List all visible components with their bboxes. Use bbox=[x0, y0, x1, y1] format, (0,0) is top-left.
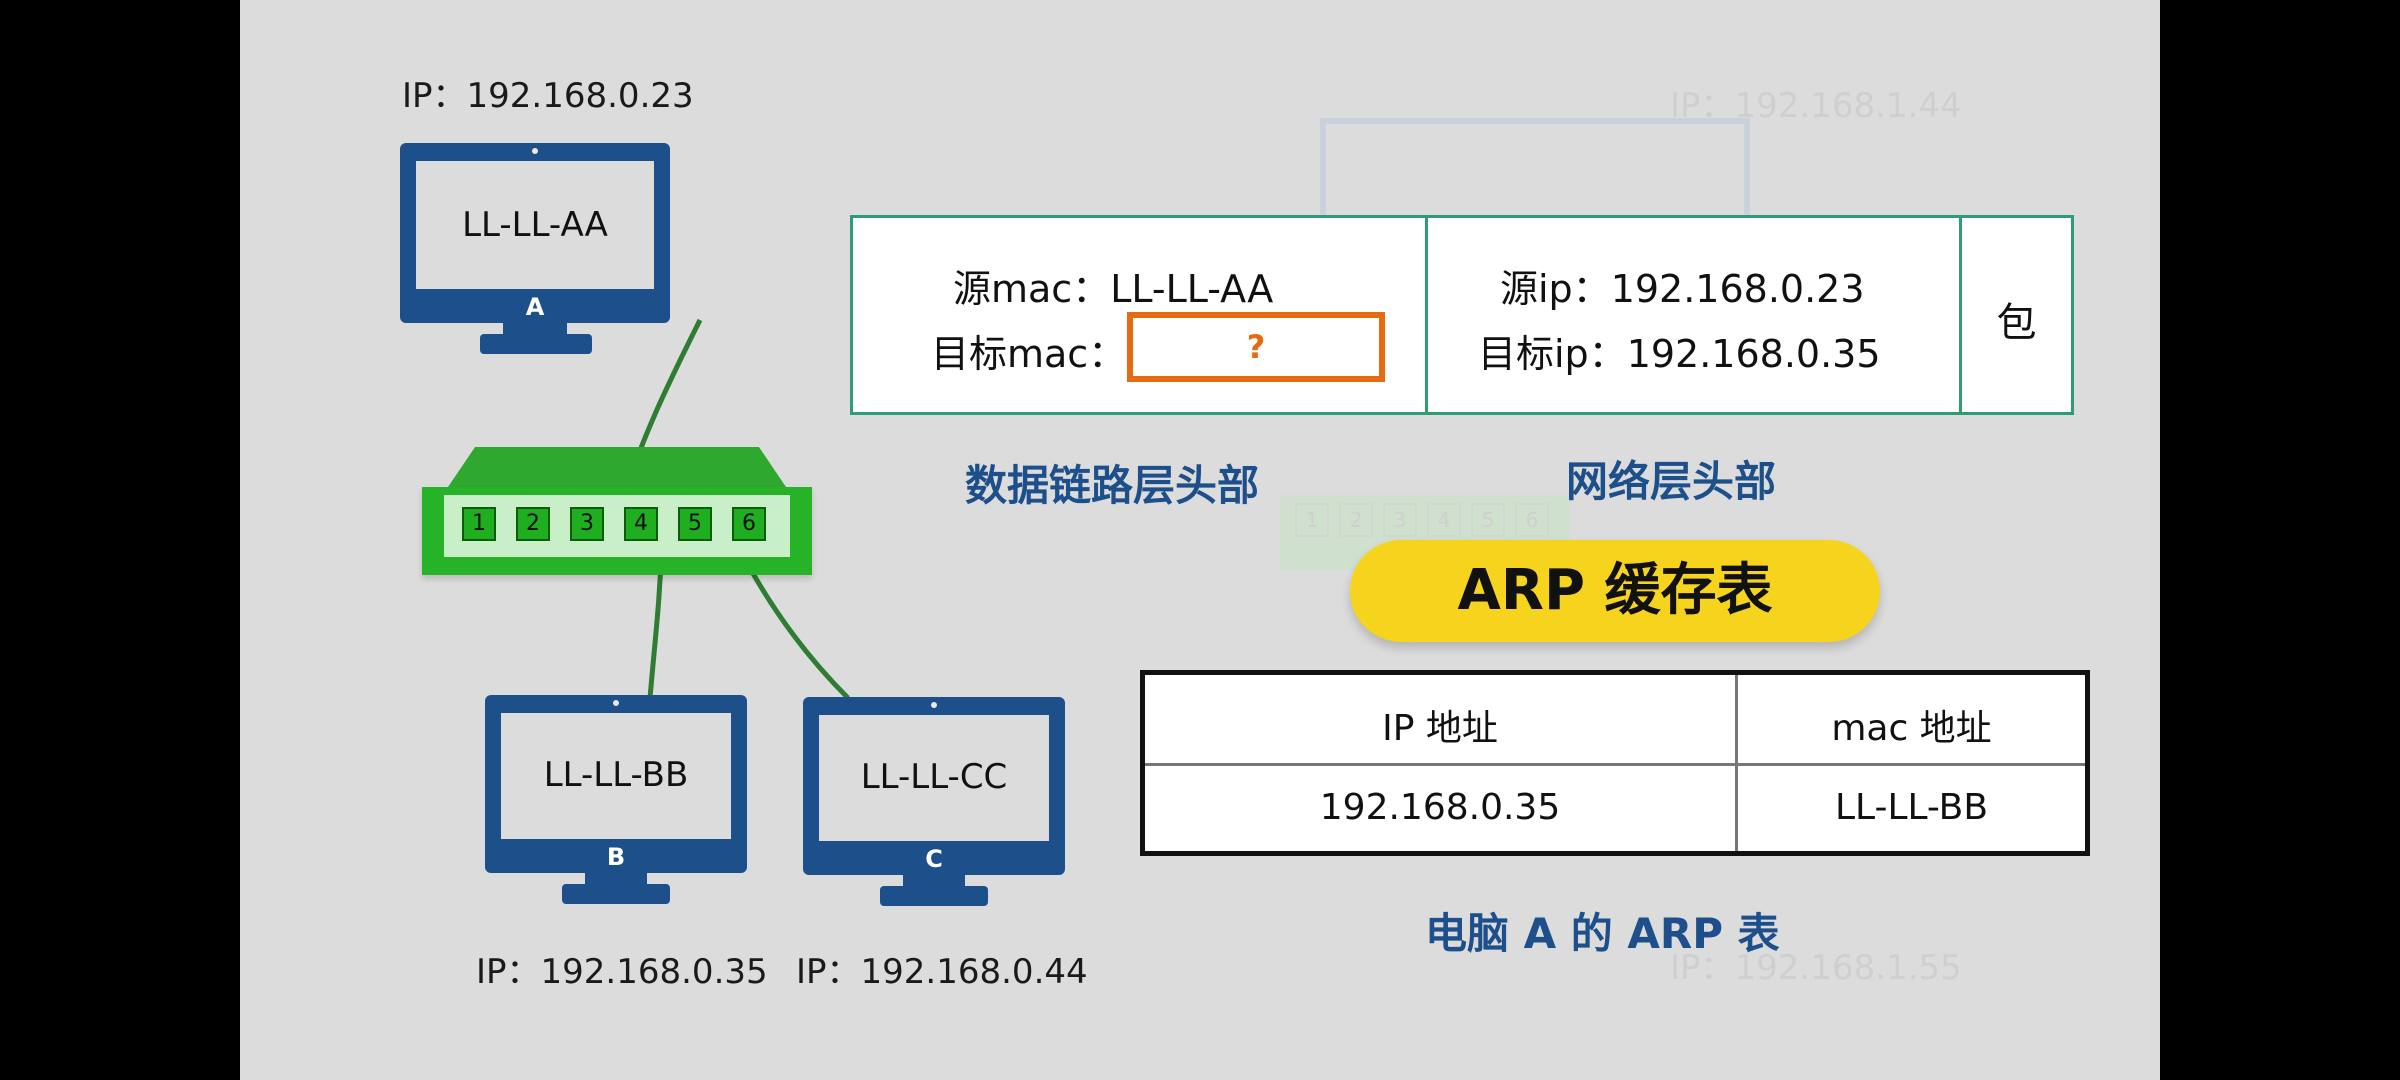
pc-c-stand bbox=[903, 874, 965, 888]
payload-label: 包 bbox=[1996, 300, 2037, 346]
pc-b-monitor: LL-LL-BB B bbox=[485, 695, 747, 873]
caption-network: 网络层头部 bbox=[1566, 457, 1777, 506]
src-ip-value: 192.168.0.23 bbox=[1610, 267, 1865, 311]
pc-a-monitor: LL-LL-AA A bbox=[400, 143, 670, 323]
caption-data-link: 数据链路层头部 bbox=[965, 461, 1260, 510]
arp-cache-title: ARP 缓存表 bbox=[1350, 540, 1880, 642]
pc-b-base bbox=[562, 884, 670, 904]
ghost-port-4: 4 bbox=[1427, 503, 1461, 537]
src-ip-label: 源ip： bbox=[1500, 267, 1611, 311]
pc-b-letter: B bbox=[606, 843, 626, 871]
pc-a-stand bbox=[503, 322, 567, 336]
pc-a-letter: A bbox=[525, 293, 545, 321]
ghost-port-5: 5 bbox=[1471, 503, 1505, 537]
frame-header: 源mac：LL-LL-AA 目标mac： ? 源ip：192.168.0.23 … bbox=[850, 215, 2074, 415]
pc-c-ip: IP：192.168.0.44 bbox=[796, 952, 1088, 992]
dst-mac-unknown-box: ? bbox=[1127, 312, 1385, 382]
ghost-ip-bottom: IP：192.168.1.55 bbox=[1670, 948, 1962, 988]
ghost-monitor bbox=[1320, 118, 1750, 228]
arp-cache-table: IP 地址 mac 地址 192.168.0.35 LL-LL-BB bbox=[1140, 670, 2090, 856]
pc-c-mac: LL-LL-CC bbox=[860, 757, 1008, 797]
pc-a-base bbox=[480, 334, 592, 354]
dst-ip-value: 192.168.0.35 bbox=[1626, 332, 1881, 376]
switch-port-3: 3 bbox=[570, 507, 604, 541]
switch-port-4: 4 bbox=[624, 507, 658, 541]
caption-arp-table: 电脑 A 的 ARP 表 bbox=[1425, 909, 1780, 958]
payload-cell: 包 bbox=[1962, 218, 2071, 412]
pc-b-mac: LL-LL-BB bbox=[543, 755, 689, 795]
dst-ip-label: 目标ip： bbox=[1478, 332, 1627, 376]
pc-c-monitor: LL-LL-CC C bbox=[803, 697, 1065, 875]
arp-col-ip: IP 地址 bbox=[1382, 708, 1498, 749]
dst-mac-question: ? bbox=[1246, 328, 1266, 366]
data-link-header-cell: 源mac：LL-LL-AA 目标mac： ? bbox=[853, 218, 1428, 412]
switch-port-1: 1 bbox=[462, 507, 496, 541]
pc-a-ip: IP：192.168.0.23 bbox=[402, 76, 694, 116]
pc-c-base bbox=[880, 886, 988, 906]
pc-b-stand bbox=[585, 872, 647, 886]
ghost-port-6: 6 bbox=[1515, 503, 1549, 537]
arp-row-ip: 192.168.0.35 bbox=[1319, 787, 1561, 828]
dst-mac-label: 目标mac： bbox=[931, 332, 1127, 376]
pc-a-mac: LL-LL-AA bbox=[462, 205, 608, 245]
network-header-cell: 源ip：192.168.0.23 目标ip：192.168.0.35 bbox=[1428, 218, 1962, 412]
switch-port-6: 6 bbox=[732, 507, 766, 541]
arp-row-mac: LL-LL-BB bbox=[1834, 787, 1989, 828]
pc-b-ip: IP：192.168.0.35 bbox=[476, 952, 768, 992]
src-mac-label: 源mac： bbox=[953, 267, 1111, 311]
ghost-port-1: 1 bbox=[1295, 503, 1329, 537]
pc-c-letter: C bbox=[925, 845, 943, 873]
ghost-port-2: 2 bbox=[1339, 503, 1373, 537]
arp-col-mac: mac 地址 bbox=[1831, 708, 1992, 749]
switch-port-5: 5 bbox=[678, 507, 712, 541]
ghost-port-3: 3 bbox=[1383, 503, 1417, 537]
src-mac-value: LL-LL-AA bbox=[1110, 267, 1274, 311]
switch-port-2: 2 bbox=[516, 507, 550, 541]
